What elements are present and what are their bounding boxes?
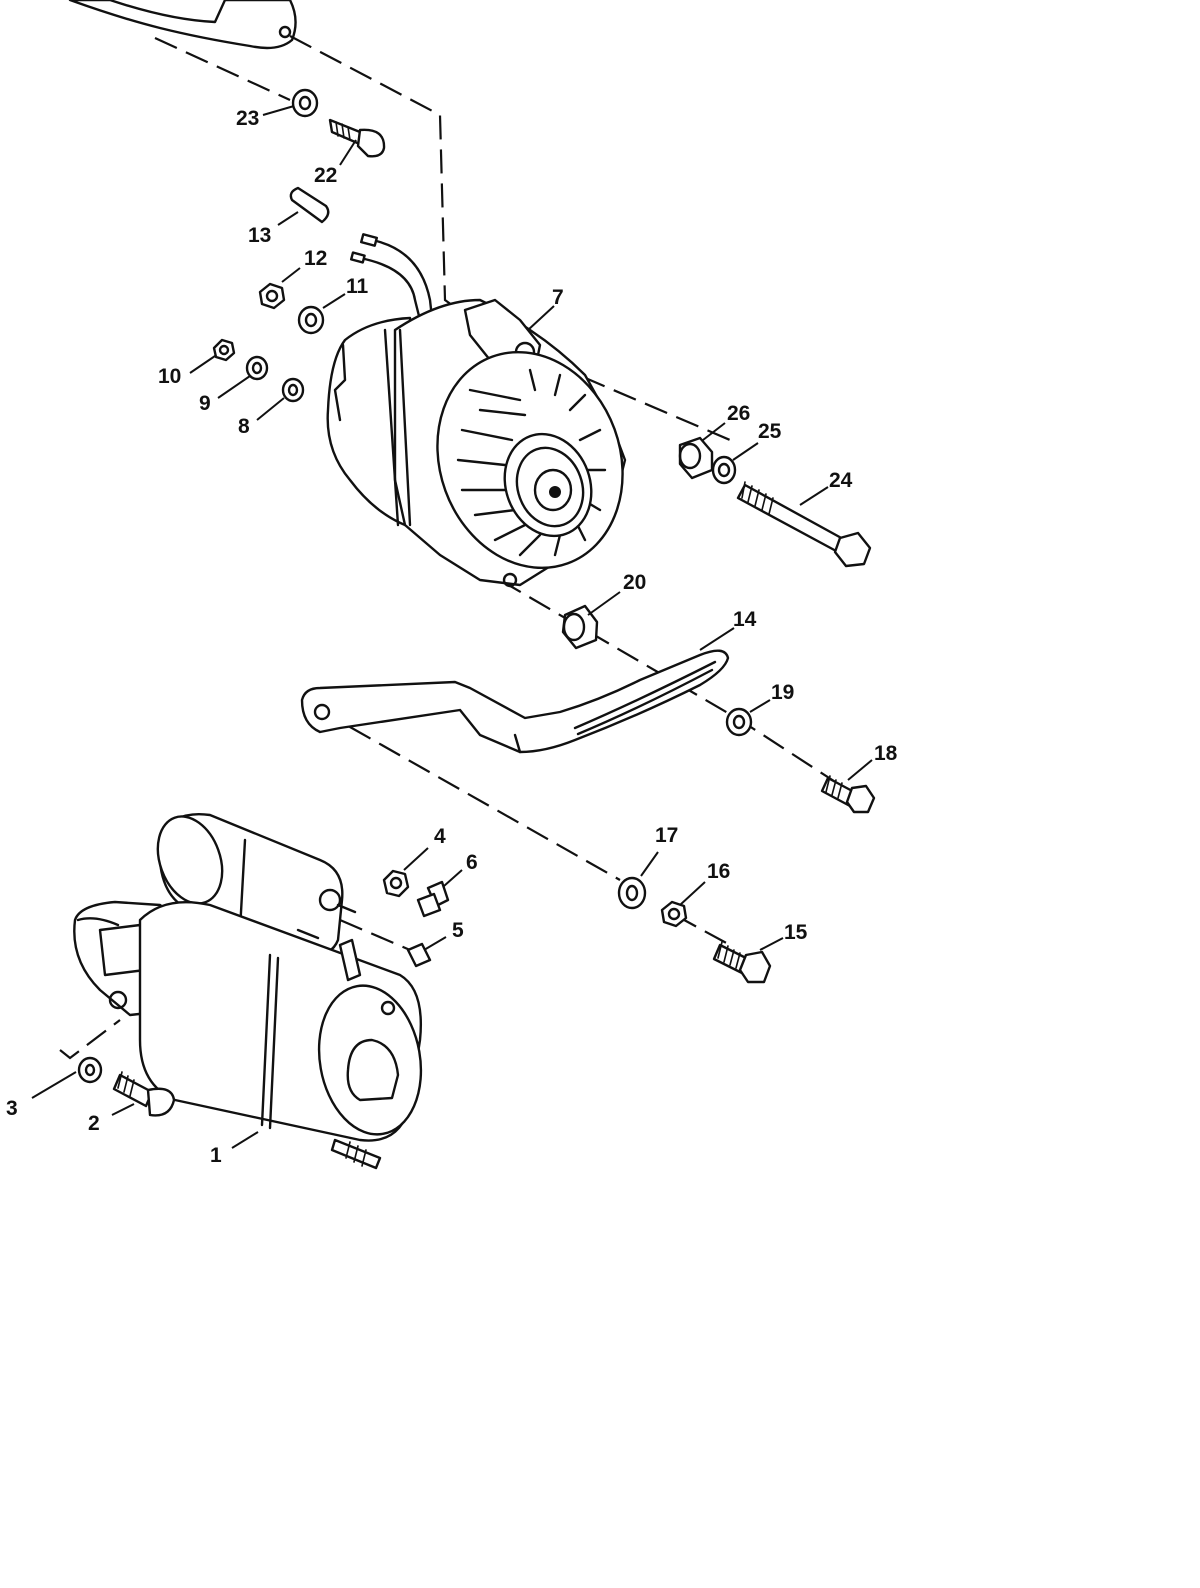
part-14-adjusting-brace bbox=[300, 649, 730, 754]
part-13-pin bbox=[289, 186, 330, 224]
callout-26: 26 bbox=[727, 402, 750, 425]
callout-25: 25 bbox=[758, 420, 782, 443]
leader-lines bbox=[31, 105, 873, 1149]
part-17-washer bbox=[617, 876, 647, 910]
callout-23: 23 bbox=[236, 107, 259, 130]
alternator-wires bbox=[349, 233, 434, 322]
callout-3: 3 bbox=[6, 1097, 18, 1120]
callout-7: 7 bbox=[552, 286, 564, 309]
part-7-alternator bbox=[326, 298, 627, 588]
part-20-spacer bbox=[561, 604, 599, 650]
callout-16: 16 bbox=[707, 860, 730, 883]
callout-6: 6 bbox=[466, 851, 478, 874]
callout-11: 11 bbox=[346, 275, 369, 298]
callout-8: 8 bbox=[238, 415, 250, 438]
part-4-nut bbox=[382, 869, 410, 898]
part-24-long-bolt bbox=[736, 481, 872, 568]
callout-22: 22 bbox=[314, 164, 337, 187]
callout-17: 17 bbox=[655, 824, 678, 847]
callout-13: 13 bbox=[248, 224, 271, 247]
callout-12: 12 bbox=[304, 247, 327, 270]
part-6-screw bbox=[416, 880, 450, 918]
part-18-bolt bbox=[820, 775, 876, 814]
callout-10: 10 bbox=[158, 365, 181, 388]
upper-mounting-bracket bbox=[68, 0, 297, 50]
callout-4: 4 bbox=[434, 825, 446, 848]
callout-18: 18 bbox=[874, 742, 898, 765]
part-16-nut bbox=[660, 900, 688, 928]
callout-15: 15 bbox=[784, 921, 808, 944]
part-8-washer bbox=[281, 377, 305, 403]
part-23-washer bbox=[291, 88, 319, 118]
callout-5: 5 bbox=[452, 919, 464, 942]
part-9-washer bbox=[245, 355, 269, 381]
part-26-spacer bbox=[678, 436, 714, 480]
part-2-bolt bbox=[112, 1071, 176, 1117]
callout-2: 2 bbox=[88, 1112, 100, 1135]
part-11-washer bbox=[297, 305, 325, 335]
part-1-starter-motor bbox=[73, 813, 423, 1170]
callout-1: 1 bbox=[210, 1144, 222, 1167]
part-25-washer bbox=[711, 455, 737, 485]
callout-19: 19 bbox=[771, 681, 794, 704]
callout-9: 9 bbox=[199, 392, 211, 415]
part-10-nut bbox=[212, 338, 236, 362]
callout-20: 20 bbox=[623, 571, 646, 594]
part-22-bolt bbox=[328, 118, 386, 158]
part-12-nut bbox=[258, 282, 286, 310]
part-3-lock-washer bbox=[77, 1056, 103, 1084]
callout-labels: 23 22 13 12 11 10 9 8 7 26 25 24 20 14 1… bbox=[6, 107, 898, 1167]
callout-24: 24 bbox=[829, 469, 853, 492]
part-19-washer bbox=[725, 707, 753, 737]
callout-14: 14 bbox=[733, 608, 757, 631]
part-15-bolt bbox=[712, 941, 772, 984]
